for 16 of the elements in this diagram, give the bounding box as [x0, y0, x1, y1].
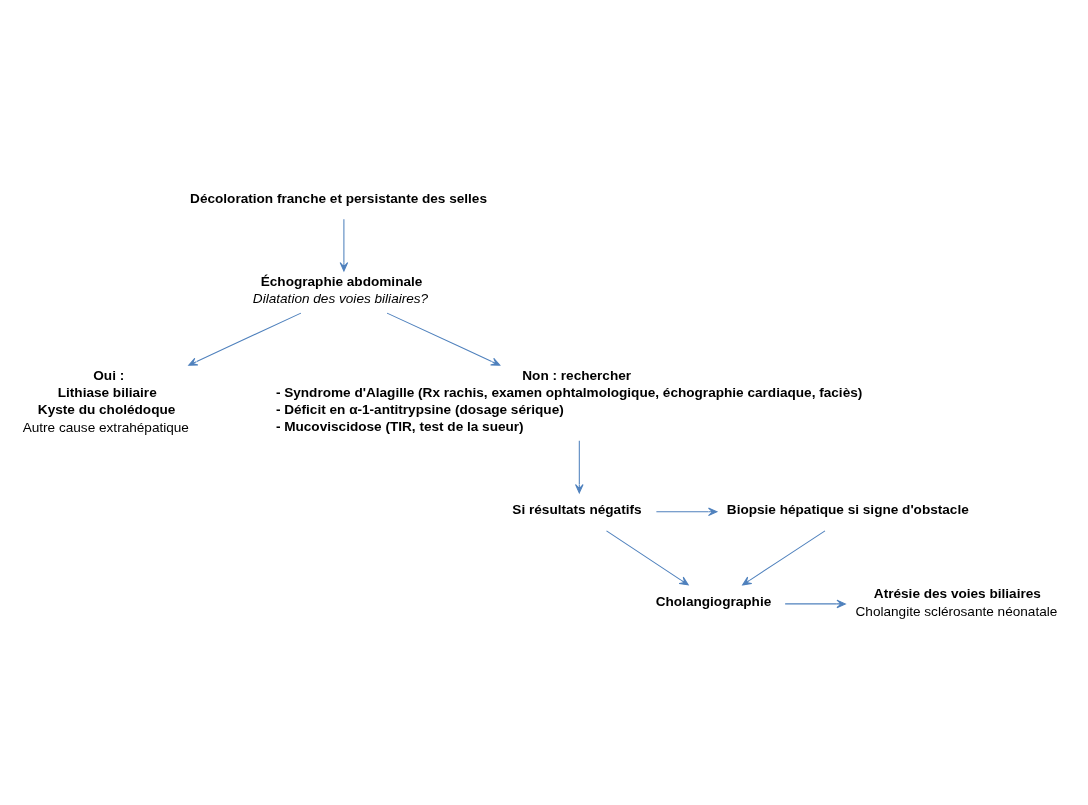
node-text: Atrésie des voies biliaires Cholangite sclérosante néonatale: [855, 585, 1058, 619]
node-text: Cholangiographie: [655, 593, 772, 609]
node-text: Si résultats négatifs: [512, 501, 642, 517]
arrow: [386, 312, 501, 366]
arrow: [606, 529, 689, 585]
arrow: [339, 218, 349, 271]
arrow: [784, 599, 846, 608]
node-text: Échographie abdominale Dilatation des voies biliaires?: [252, 273, 429, 306]
arrow: [188, 312, 302, 366]
arrow: [655, 507, 718, 516]
node-text: Oui : Lithiase biliaire Kyste du cholédoque Autre cause extrahépatique: [22, 367, 189, 435]
arrow: [575, 439, 584, 493]
node-text: Décoloration franche et persistante des selles: [190, 190, 487, 206]
node-text: Non : rechercher - Syndrome d'Alagille (Rx rachis, examen ophtalmologique, échographie cardiaque, faciès) - Déficit en α-1-antitrypsine (dosage sérique) - Mucoviscidose (TIR, test de la sueur): [275, 367, 863, 434]
arrow: [742, 529, 826, 585]
node-text: Biopsie hépatique si signe d'obstacle: [726, 501, 969, 517]
